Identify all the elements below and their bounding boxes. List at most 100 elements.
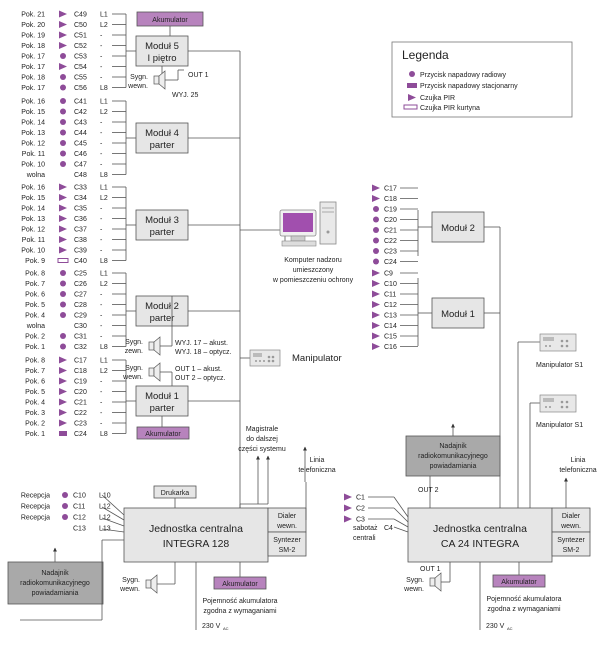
zone-id: C29 (74, 313, 87, 320)
line-id: - (100, 292, 103, 299)
left-modules: Akumulator Moduł 5 I piętro Moduł 4 part… (7, 11, 354, 631)
wyj18: WYJ. 18 – optycz. (175, 349, 231, 356)
line-id: - (100, 130, 103, 137)
room-label: Pok. 15 (21, 109, 45, 116)
zone-id: C32 (74, 344, 87, 351)
central-unit-integra128 (123, 507, 269, 563)
linia-line2: telefoniczna (298, 467, 335, 474)
pir-sensor-icon (372, 290, 380, 298)
line-id: - (100, 33, 103, 40)
radio-button-icon (60, 119, 66, 125)
pir-sensor-icon (408, 94, 416, 101)
room-label: Pok. 4 (25, 313, 45, 320)
zone-id: C23 (384, 249, 397, 256)
room-label: Pok. 14 (21, 120, 45, 127)
room-label: Pok. 10 (21, 162, 45, 169)
syg-wewn2-line1: Sygn. (125, 365, 143, 372)
room-label: Pok. 17 (21, 64, 45, 71)
zone-id: C18 (74, 368, 87, 375)
line-id: - (100, 151, 103, 158)
line-id: - (100, 162, 103, 169)
radio-button-icon (60, 129, 66, 136)
legend-item-fixed: Przycisk napadowy stacjonarny (420, 83, 518, 90)
computer-icon (279, 201, 337, 247)
room-label: Pok. 5 (25, 389, 45, 396)
recepcja-label: Recepcja (21, 504, 50, 511)
room-label: Pok. 12 (21, 141, 45, 148)
radio-button-icon (60, 84, 66, 91)
nadajnik-right-3: powiadamiania (430, 463, 477, 470)
zone-id: C56 (74, 85, 87, 92)
zone-id: C54 (74, 64, 87, 71)
room-label: Pok. 15 (21, 195, 45, 202)
zone-id: C12 (73, 515, 86, 522)
zone-id: C39 (74, 248, 87, 255)
line-id: - (100, 120, 103, 127)
radio-button-icon (373, 248, 379, 254)
line-id: - (100, 400, 103, 407)
pir-sensor-icon (372, 280, 380, 287)
room-label: Pok. 13 (21, 216, 45, 223)
syg-right-2: wewn. (403, 586, 424, 593)
radio-button-icon (60, 270, 66, 276)
zone-id: C27 (74, 292, 87, 299)
line-id: L8 (100, 258, 108, 265)
zone-id: C26 (74, 281, 87, 288)
zone-id: C20 (384, 217, 397, 224)
zone-id: C45 (74, 141, 87, 148)
zone-id: C38 (74, 237, 87, 244)
radio-button-icon (60, 150, 66, 157)
radio-button-icon (60, 98, 66, 104)
nadajnik-left-3: powiadamiania (32, 590, 79, 597)
pir-sensor-icon (59, 236, 67, 243)
modul-4 (135, 122, 189, 154)
room-label: Pok. 12 (21, 227, 45, 234)
modul-5 (135, 35, 189, 67)
komputer-line1: Komputer nadzoru (284, 257, 342, 264)
sabotaz-c4: C4 (384, 525, 393, 532)
pir-sensor-icon (59, 215, 67, 222)
syg-wewn2-line2: wewn. (122, 374, 143, 381)
modul-2 (135, 295, 189, 327)
radio-button-icon (60, 140, 66, 146)
room-label: Pok. 4 (25, 400, 45, 407)
legend-box (391, 41, 573, 118)
zone-id: C36 (74, 216, 87, 223)
zone-id: C41 (74, 99, 87, 106)
zone-id: C10 (384, 281, 397, 288)
syntezer-right-line2: SM-2 (563, 547, 580, 554)
recepcja-label: Recepcja (21, 515, 50, 522)
pir-sensor-icon (59, 10, 67, 18)
line-id: - (100, 206, 103, 213)
zone-id: C25 (74, 271, 87, 278)
nadajnik-left (7, 561, 104, 605)
akumulator-bottom (136, 426, 190, 440)
zone-id: C22 (384, 238, 397, 245)
line-id: - (100, 323, 103, 330)
sabotaz-1: sabotaż (353, 525, 378, 532)
out1-right: OUT 1 (420, 566, 441, 573)
zone-id: C19 (384, 207, 397, 214)
line-id: L2 (100, 22, 108, 29)
radio-button-icon (373, 227, 379, 233)
zone-id: C21 (384, 228, 397, 235)
v230-right-sub: AC (507, 626, 513, 631)
radio-button-icon (60, 161, 66, 167)
room-label: Pok. 2 (25, 421, 45, 428)
line-id: L1 (100, 99, 108, 106)
siren-icon (145, 574, 158, 594)
room-label: wolna (26, 172, 45, 179)
akumulator-top-label: Akumulator (152, 17, 188, 24)
v230-left: 230 V (202, 623, 221, 630)
pir-sensor-icon (59, 409, 67, 416)
pir-sensor-icon (372, 184, 380, 192)
zone-id: C13 (384, 313, 397, 320)
zone-id: C43 (74, 120, 87, 127)
room-label: Pok. 1 (25, 431, 45, 438)
manipulator-s1-b: Manipulator S1 (536, 422, 583, 429)
radio-button-icon (60, 301, 66, 308)
zone-id: C19 (74, 379, 87, 386)
zone-id: C34 (74, 195, 87, 202)
room-label: Pok. 6 (25, 292, 45, 299)
syntezer-left-line1: Syntezer (273, 537, 301, 544)
